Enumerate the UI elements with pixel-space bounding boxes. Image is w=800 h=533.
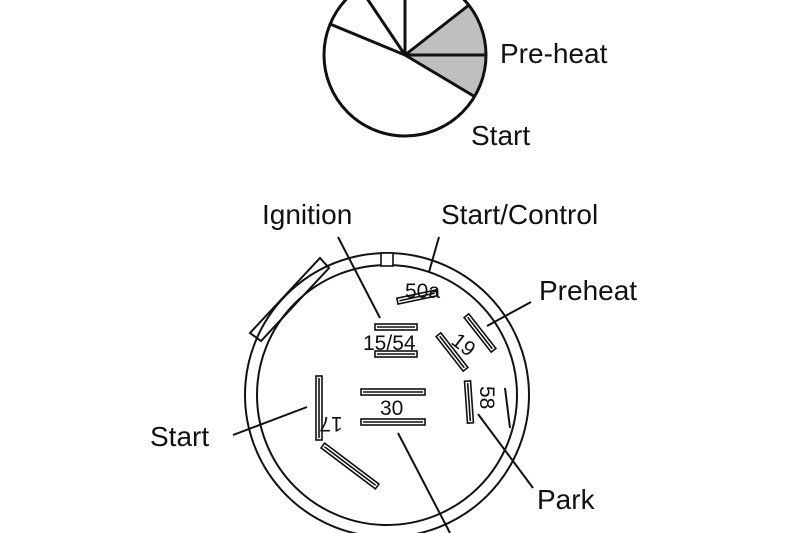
preheat-sector	[405, 5, 487, 97]
terminal-blade-30-top	[360, 388, 426, 396]
connector-notch	[380, 252, 394, 267]
callout-park: Park	[537, 484, 596, 515]
terminal-blade-19-upper	[462, 312, 498, 354]
connector-face: 50a 15/54 19 30 17 58 Ignition Start/Con…	[150, 199, 637, 533]
callout-start: Start	[150, 421, 209, 452]
leader-start	[232, 406, 308, 436]
terminal-blade-50a	[395, 288, 439, 306]
callout-ignition: Ignition	[262, 199, 352, 230]
terminal-label-17: 17	[319, 412, 342, 435]
terminal-blade-diagonal	[319, 442, 381, 490]
terminal-label-15-54: 15/54	[363, 332, 416, 355]
pie-spoke-upper-left	[366, 0, 407, 56]
terminal-blade-30-bottom	[360, 418, 426, 426]
callout-start-control: Start/Control	[441, 199, 598, 230]
callout-preheat: Preheat	[539, 275, 637, 306]
terminal-blade-15-54-bottom	[374, 350, 418, 358]
switch-position-pie: Pre-heat Start	[322, 0, 608, 151]
leader-preheat	[486, 301, 532, 327]
leader-start-control	[428, 236, 440, 273]
terminal-label-58: 58	[475, 386, 498, 409]
terminal-blade-15-54-top	[374, 323, 418, 331]
leader-ignition	[337, 236, 381, 319]
terminal-blade-17	[315, 375, 323, 441]
connector-rib	[504, 387, 511, 429]
pie-label-preheat: Pre-heat	[500, 38, 608, 69]
pie-spoke-left	[329, 22, 406, 57]
terminal-blade-58	[463, 379, 475, 425]
terminal-label-50a: 50a	[405, 280, 440, 303]
leader-park	[477, 413, 534, 489]
leader-30	[397, 432, 451, 533]
pie-spoke-upper-right	[404, 3, 470, 57]
terminal-blade-19-lower	[434, 331, 470, 373]
pie-label-start: Start	[471, 120, 530, 151]
terminal-label-30: 30	[380, 397, 403, 420]
pie-spoke-lower-right	[404, 53, 476, 98]
